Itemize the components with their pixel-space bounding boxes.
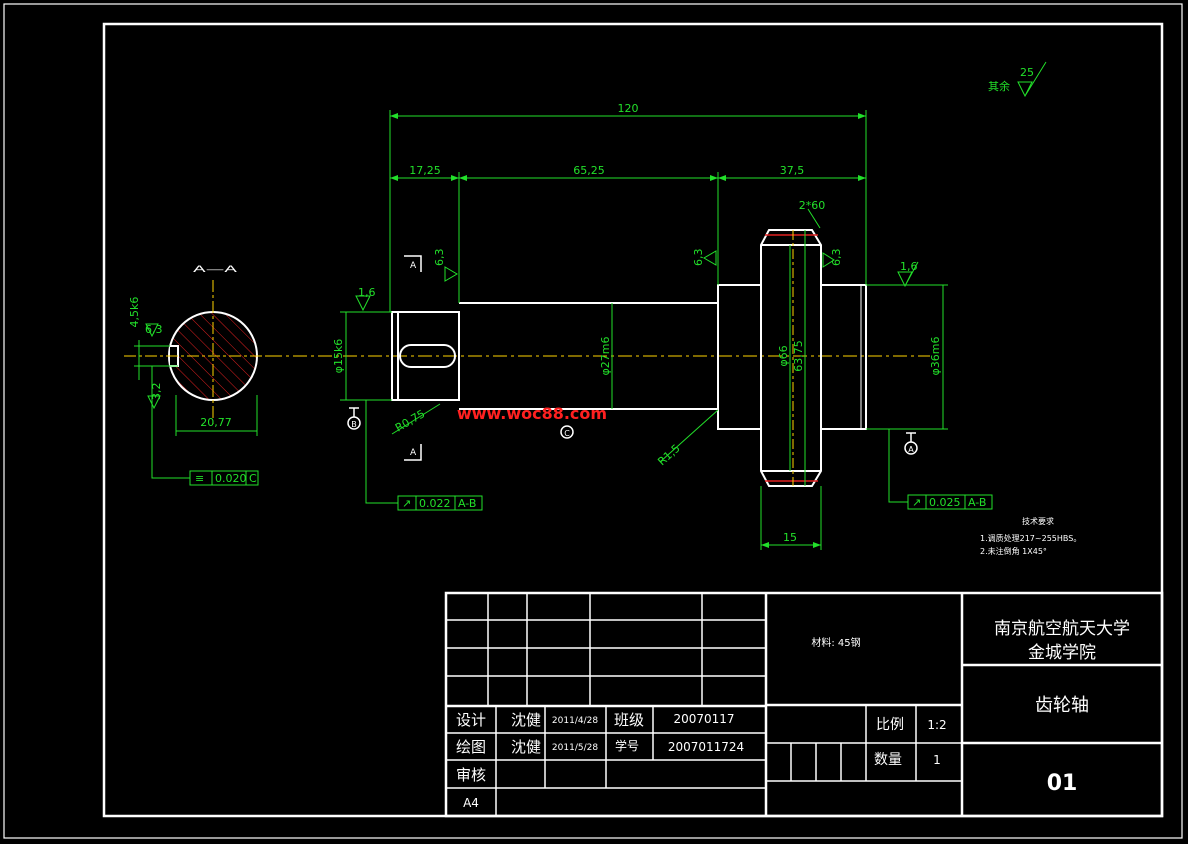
- dim-d-pitch: 63,75: [792, 340, 805, 372]
- qty-label: 数量: [874, 752, 902, 768]
- paper-size: A4: [463, 796, 479, 810]
- rough-other-value: 25: [1020, 66, 1034, 79]
- key-roughness: 6,3: [145, 323, 163, 336]
- datum-c: C: [564, 429, 570, 438]
- datum-b: B: [351, 420, 357, 429]
- datum-a: A: [908, 445, 914, 454]
- left-journal: [391, 311, 460, 401]
- scale-label: 比例: [876, 717, 904, 733]
- runout-left-symbol: ↗: [402, 497, 411, 510]
- design-name: 沈健: [511, 711, 541, 729]
- runout-right-ref: A-B: [968, 496, 986, 509]
- part-name: 齿轮轴: [1035, 695, 1089, 716]
- check-label: 审核: [456, 766, 486, 784]
- section-view-label: A—A: [193, 265, 239, 275]
- design-label: 设计: [456, 711, 486, 729]
- drawing-number: 01: [1047, 771, 1078, 796]
- watermark: www.woc88.com: [457, 404, 607, 423]
- draw-label: 绘图: [456, 738, 486, 756]
- dim-overall: 120: [618, 102, 639, 115]
- sym-tol-symbol: ≡: [195, 472, 204, 485]
- shoulder: [717, 284, 762, 430]
- tech-req-line2: 2.未注倒角 1X45°: [980, 546, 1047, 556]
- dim-chamfer: 2*60: [799, 199, 826, 212]
- rough-other-label: 其余: [988, 79, 1010, 93]
- class-value: 20070117: [673, 712, 734, 726]
- runout-right-value: 0.025: [929, 496, 961, 509]
- scale-value: 1:2: [927, 718, 946, 732]
- draw-date: 2011/5/28: [552, 743, 598, 753]
- dim-d-root: φ66: [777, 345, 790, 366]
- school-line1: 南京航空航天大学: [994, 619, 1130, 639]
- draw-name: 沈健: [511, 738, 541, 756]
- id-value: 2007011724: [668, 740, 744, 754]
- dim-d-left: φ15k6: [332, 339, 345, 374]
- title-block-text: 材料: 45钢 南京航空航天大学 金城学院 齿轮轴 01 设计 沈健 2011/…: [456, 619, 1130, 810]
- material: 材料: 45钢: [811, 636, 860, 649]
- gear-body: [760, 229, 822, 487]
- key-depth-dim: 4,5k6: [128, 297, 141, 328]
- shaft-view: 120 17,25 65,25 37,5 2*60 15 φ15k6 φ27m6…: [268, 61, 1047, 550]
- section-view: A—A 4,5k6 6,3 3,2: [124, 265, 268, 486]
- sym-tol-ref: C: [249, 472, 257, 485]
- sym-tol-value: 0.020: [215, 472, 247, 485]
- dim-seg1: 17,25: [409, 164, 441, 177]
- qty-value: 1: [933, 753, 941, 767]
- school-line2: 金城学院: [1028, 643, 1096, 663]
- inner-border: [102, 22, 1164, 818]
- class-label: 班级: [614, 711, 644, 729]
- rough-step1: 6,3: [433, 249, 446, 267]
- tech-requirements: 技术要求 1.调质处理217~255HBS。 2.未注倒角 1X45°: [980, 516, 1081, 556]
- id-label: 学号: [615, 738, 639, 753]
- design-date: 2011/4/28: [552, 716, 598, 726]
- right-journal: [820, 284, 867, 430]
- dim-seg2: 65,25: [573, 164, 605, 177]
- section-marker-bottom: A: [410, 448, 417, 458]
- runout-left-ref: A-B: [458, 497, 476, 510]
- outer-border: [3, 3, 1183, 839]
- key-roughness-2: 3,2: [150, 383, 163, 401]
- title-block: [444, 591, 1164, 818]
- rough-step3: 6,3: [830, 249, 843, 267]
- key-width-dim: 20,77: [200, 416, 232, 429]
- runout-right-symbol: ↗: [912, 496, 921, 509]
- rough-right: 1,6: [900, 260, 918, 273]
- dim-fillet1: R0,75: [393, 407, 427, 434]
- dim-d-right: φ36m6: [929, 337, 942, 376]
- dim-d-mid: φ27m6: [599, 337, 612, 376]
- keyway-slot: [399, 344, 456, 368]
- tech-req-title: 技术要求: [1022, 516, 1054, 526]
- tech-req-line1: 1.调质处理217~255HBS。: [980, 533, 1081, 543]
- rough-left: 1,6: [358, 286, 376, 299]
- rough-step2: 6,3: [692, 249, 705, 267]
- runout-left-value: 0.022: [419, 497, 451, 510]
- dim-seg3: 37,5: [780, 164, 805, 177]
- dim-gear-width: 15: [783, 531, 797, 544]
- section-marker-top: A: [410, 261, 417, 271]
